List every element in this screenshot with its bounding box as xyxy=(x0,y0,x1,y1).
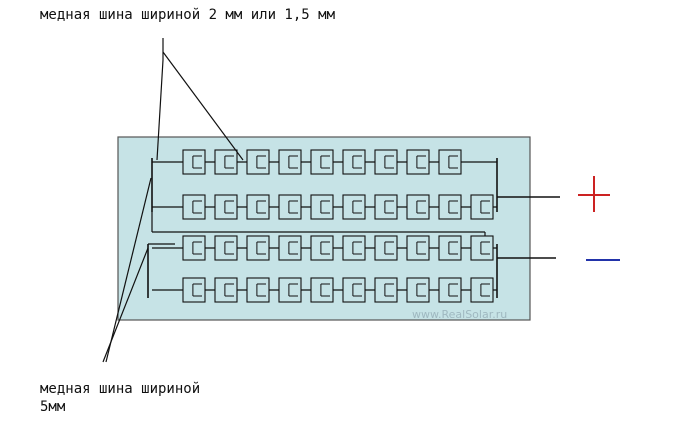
solar-cell xyxy=(246,149,270,175)
solar-cell xyxy=(182,194,206,220)
solar-cell xyxy=(278,277,302,303)
solar-cell xyxy=(438,235,462,261)
solar-cell xyxy=(310,149,334,175)
callout-top-left xyxy=(156,38,164,161)
label-thick-busbar-line1: медная шина шириной xyxy=(40,381,201,397)
solar-cell xyxy=(438,149,462,175)
solar-cell xyxy=(406,235,430,261)
callout-top-right xyxy=(162,51,244,161)
solar-cell xyxy=(278,149,302,175)
solar-cell xyxy=(406,194,430,220)
label-thick-busbar: медная шина шириной 5мм xyxy=(40,380,200,416)
solar-cell xyxy=(278,235,302,261)
callout-bottom-a xyxy=(105,177,152,363)
solar-cell xyxy=(182,277,206,303)
solar-cells xyxy=(182,149,494,303)
solar-cell xyxy=(374,235,398,261)
solar-cell xyxy=(406,277,430,303)
solar-cell xyxy=(438,277,462,303)
solar-cell xyxy=(470,235,494,261)
solar-cell xyxy=(374,194,398,220)
solar-cell xyxy=(214,194,238,220)
solar-cell xyxy=(438,194,462,220)
solar-cell xyxy=(470,194,494,220)
solar-cell xyxy=(374,277,398,303)
label-thick-busbar-line2: 5мм xyxy=(40,399,66,415)
solar-cell xyxy=(214,149,238,175)
solar-cell xyxy=(342,277,366,303)
callout-lines xyxy=(102,38,244,363)
solar-cell xyxy=(310,235,334,261)
solar-cell xyxy=(342,235,366,261)
solar-cell xyxy=(310,277,334,303)
positive-terminal xyxy=(497,176,610,212)
solar-cell xyxy=(214,235,238,261)
label-thin-busbar: медная шина шириной 2 мм или 1,5 мм xyxy=(40,7,336,23)
solar-cell xyxy=(246,277,270,303)
solar-cell xyxy=(406,149,430,175)
solar-cell xyxy=(342,194,366,220)
solar-cell xyxy=(182,149,206,175)
solar-cell xyxy=(214,277,238,303)
watermark: www.RealSolar.ru xyxy=(412,308,507,321)
callout-bottom-b xyxy=(102,247,149,363)
solar-cell xyxy=(310,194,334,220)
solar-cell xyxy=(246,194,270,220)
solar-cell xyxy=(470,277,494,303)
solar-cell xyxy=(374,149,398,175)
solar-cell xyxy=(342,149,366,175)
solar-cell xyxy=(246,235,270,261)
negative-terminal xyxy=(497,257,620,261)
solar-cell xyxy=(278,194,302,220)
solar-cell xyxy=(182,235,206,261)
